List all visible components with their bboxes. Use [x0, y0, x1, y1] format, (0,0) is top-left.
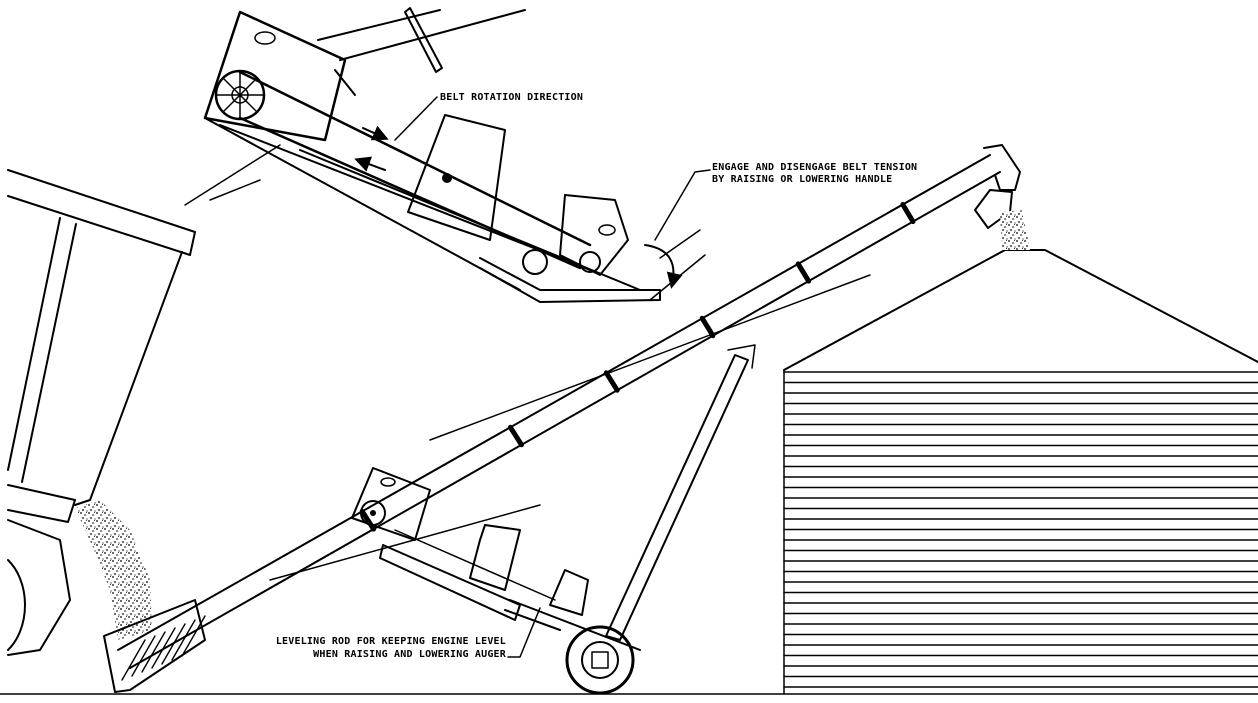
belt-rotation-leader — [394, 96, 438, 141]
truck-tire — [7, 559, 27, 651]
engine-block — [549, 569, 589, 616]
inset-pulley-spokes — [215, 70, 265, 120]
tension-label-line1: ENGAGE AND DISENGAGE BELT TENSION — [712, 162, 917, 173]
inset-drive-belt — [238, 70, 592, 270]
leveling-label-line1: LEVELING ROD FOR KEEPING ENGINE LEVEL — [276, 636, 506, 647]
truck-wheel-well — [7, 519, 71, 656]
lift-strut — [605, 354, 749, 641]
transport-wheel — [565, 625, 635, 695]
belt-rotation-label: BELT ROTATION DIRECTION — [440, 92, 583, 103]
drive-pulley-hub — [370, 510, 376, 516]
grate-bar — [141, 631, 166, 673]
tube-band — [795, 261, 812, 284]
handle-arrow — [644, 244, 683, 289]
belt-forward-arrow — [362, 125, 389, 141]
grate-bar — [131, 635, 156, 677]
wheel-hub — [591, 651, 609, 669]
inset-housing-hole — [254, 31, 276, 45]
leveling-rod-line — [269, 504, 541, 581]
tube-band — [603, 370, 620, 393]
inset-tube-top — [317, 9, 526, 61]
inset-ground-lines — [184, 144, 281, 206]
tube-band — [900, 202, 916, 225]
inset-tension-pulley — [522, 249, 548, 275]
tube-bands — [359, 202, 916, 532]
drive-belt — [394, 529, 556, 601]
tube-band — [699, 315, 716, 339]
inset-idler — [442, 173, 452, 183]
bin-corrugation — [783, 371, 1258, 688]
grain-stream — [75, 500, 152, 640]
grate-bar — [171, 619, 196, 661]
leveling-label-line2: WHEN RAISING AND LOWERING AUGER — [313, 649, 507, 660]
truck-box-back — [74, 251, 183, 506]
wheel-rim — [581, 641, 619, 679]
truck-bed-rail — [7, 484, 76, 523]
leveling-leader — [507, 607, 541, 658]
grate-bar — [161, 623, 186, 665]
belt-guard — [469, 524, 521, 591]
tube-band — [507, 424, 524, 448]
inset-frame-rails — [204, 117, 641, 291]
inset-tube-band — [404, 7, 443, 73]
truss-cable — [429, 274, 871, 441]
intake-hopper — [103, 599, 206, 693]
drive-housing-hole — [380, 477, 396, 487]
inset-engine-pulley — [579, 251, 601, 273]
undercarriage — [504, 599, 641, 651]
inset-drive-housing — [203, 10, 347, 142]
grain-discharge — [1000, 210, 1028, 250]
tension-leader — [654, 169, 711, 241]
engine-mount — [379, 524, 589, 621]
tube-band — [359, 508, 377, 532]
grate-bar — [181, 615, 206, 657]
grate-bar — [151, 627, 176, 669]
bin-roof — [783, 249, 1258, 371]
grate-bar — [121, 639, 146, 681]
discharge-head — [983, 144, 1021, 191]
drive-pulley — [360, 500, 386, 526]
tension-label-line2: BY RAISING OR LOWERING HANDLE — [712, 174, 892, 185]
truck-corner-post — [7, 217, 77, 483]
inset-bracket — [334, 69, 356, 96]
belt-return-arrow — [354, 156, 386, 172]
truck-box-top-rail — [7, 169, 196, 256]
inset-engine-hole — [598, 224, 616, 236]
grain-bin — [783, 210, 1258, 695]
inset-handle-frame — [479, 257, 661, 303]
inset-belt-guard — [407, 114, 506, 241]
hopper-grate — [121, 615, 206, 681]
lift-strut-bracket — [727, 344, 756, 369]
discharge-spout — [974, 189, 1013, 229]
detail-inset — [184, 7, 706, 303]
inset-engine — [559, 194, 629, 276]
main-auger — [103, 144, 1028, 695]
truck — [7, 169, 196, 656]
auger-tube — [117, 154, 1001, 669]
engine-frame — [379, 544, 521, 621]
